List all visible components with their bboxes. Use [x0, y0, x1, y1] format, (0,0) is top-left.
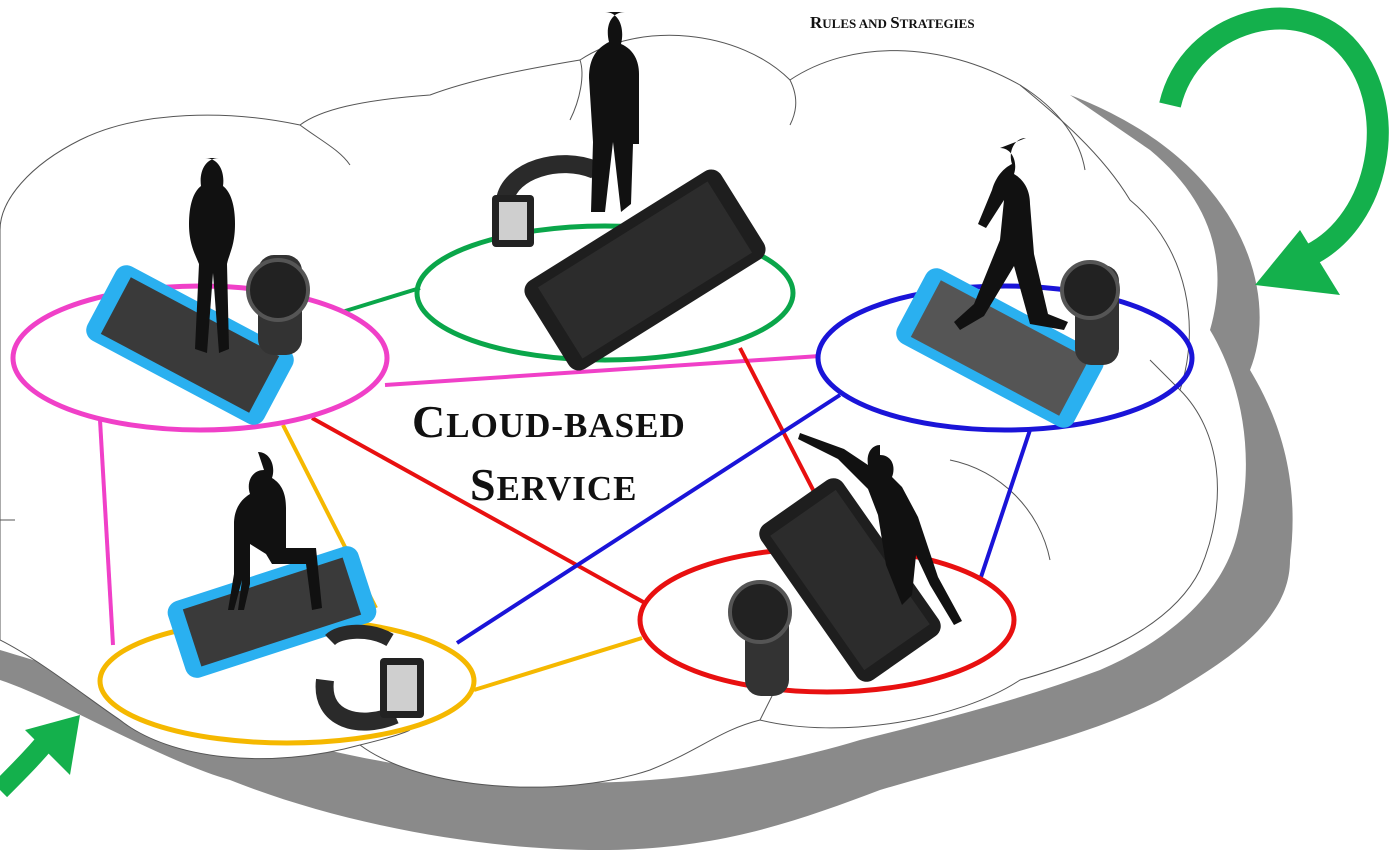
round-smartwatch-icon — [246, 255, 310, 355]
seated-man-icon — [228, 452, 322, 610]
feedback-arrow-top-right — [1159, 7, 1389, 295]
blue-node-ellipse — [815, 283, 1195, 433]
blue-node-devices — [896, 138, 1120, 428]
round-smartwatch-icon — [728, 580, 792, 696]
link-blue-yellow — [455, 393, 842, 645]
link-pink-red — [311, 416, 646, 605]
standing-man-icon — [589, 12, 639, 212]
cloud-service-label-line1: CLOUD-BASED — [412, 396, 686, 447]
square-smartwatch-icon — [492, 155, 599, 247]
connection-links — [98, 286, 1032, 692]
black-smartphone-icon — [759, 478, 941, 682]
stretching-woman-icon — [798, 433, 962, 625]
cloud-service-label-line2: SERVICE — [470, 459, 638, 510]
blue-smartphone-icon — [86, 265, 294, 425]
link-pink-green — [341, 286, 421, 314]
round-smartwatch-icon — [1060, 260, 1120, 365]
link-blue-red — [978, 429, 1032, 581]
black-smartphone-icon — [524, 169, 766, 371]
yellow-node-devices — [167, 452, 424, 731]
square-smartwatch-icon — [315, 624, 424, 731]
standing-woman-icon — [189, 158, 235, 353]
green-node-ellipse — [414, 223, 796, 363]
node-ellipses — [10, 223, 1195, 746]
blue-smartphone-icon — [896, 268, 1104, 428]
rules-and-strategies-label: RULES AND STRATEGIES — [810, 13, 975, 32]
green-node-devices — [492, 12, 766, 371]
link-yellow-red — [473, 636, 643, 692]
walking-man-icon — [954, 138, 1068, 330]
link-pink-yellow — [98, 419, 115, 646]
input-arrow-bottom-left — [0, 715, 80, 798]
red-node-devices — [728, 433, 962, 696]
pink-node-devices — [86, 158, 310, 425]
